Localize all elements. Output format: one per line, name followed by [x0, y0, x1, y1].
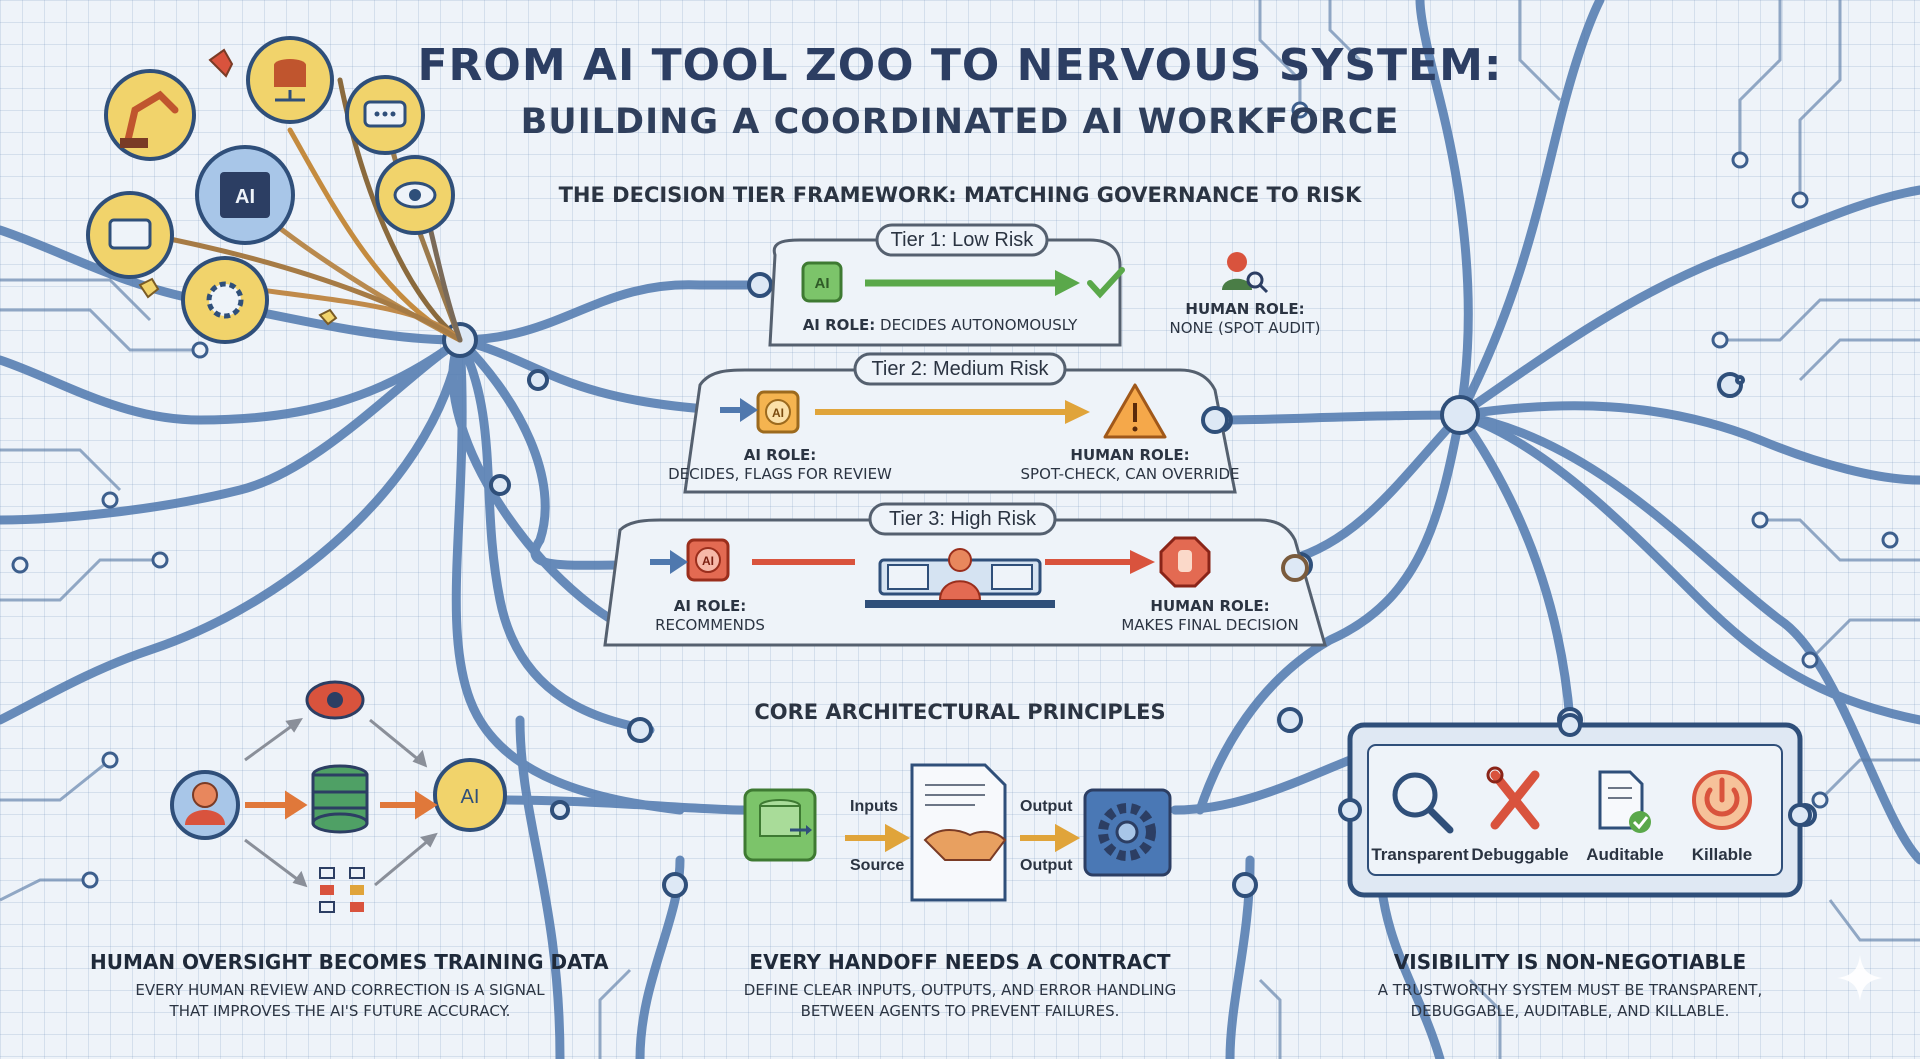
- warning-icon: [1103, 383, 1167, 439]
- magnifier-icon: [1392, 772, 1454, 834]
- ai-head-icon: AI: [433, 758, 507, 832]
- desc-line: EVERY HUMAN REVIEW AND CORRECTION IS A S…: [135, 981, 545, 999]
- human-role-heading: HUMAN ROLE:: [1070, 446, 1190, 464]
- tier-1-pill: [875, 223, 1049, 257]
- tier-1-ai-role: AI ROLE: DECIDES AUTONOMOUSLY: [790, 316, 1090, 335]
- ai-role-heading: AI ROLE:: [673, 597, 747, 615]
- handoff-output-label: Output: [1020, 857, 1073, 874]
- handoff-output-label: Output: [1020, 798, 1073, 815]
- principle-desc-oversight: EVERY HUMAN REVIEW AND CORRECTION IS A S…: [90, 980, 590, 1022]
- principles-heading: CORE ARCHITECTURAL PRINCIPLES: [754, 700, 1166, 724]
- svg-text:AI: AI: [461, 786, 480, 808]
- desc-line: DEFINE CLEAR INPUTS, OUTPUTS, AND ERROR …: [743, 981, 1177, 999]
- human-role-heading: HUMAN ROLE:: [1150, 597, 1270, 615]
- visibility-item-label: Auditable: [1586, 845, 1664, 864]
- ai-role-text: DECIDES, FLAGS FOR REVIEW: [668, 465, 892, 483]
- desc-line: BETWEEN AGENTS TO PREVENT FAILURES.: [800, 1002, 1120, 1020]
- tier-3-human-role: HUMAN ROLE: MAKES FINAL DECISION: [1100, 597, 1320, 635]
- handoff-source-label: Source: [850, 857, 905, 874]
- tier-framework-heading: THE DECISION TIER FRAMEWORK: MATCHING GO…: [558, 183, 1362, 207]
- checked-document-icon: [1598, 770, 1651, 833]
- ai-role-heading: AI ROLE:: [743, 446, 817, 464]
- principle-heading-handoff: EVERY HANDOFF NEEDS A CONTRACT: [749, 950, 1171, 974]
- tier-2-ai-role: AI ROLE: DECIDES, FLAGS FOR REVIEW: [660, 446, 900, 484]
- desc-line: A TRUSTWORTHY SYSTEM MUST BE TRANSPARENT…: [1377, 981, 1763, 999]
- source-database-icon: [743, 788, 817, 862]
- human-avatar-icon: [170, 770, 240, 840]
- desc-line: DEBUGGABLE, AUDITABLE, AND KILLABLE.: [1410, 1002, 1730, 1020]
- visibility-item-label: Killable: [1691, 845, 1753, 864]
- eye-alert-icon: [305, 680, 365, 720]
- tier-1-label: Tier 1: Low Risk: [890, 229, 1034, 251]
- tier-1-panel: [768, 238, 1122, 347]
- checkmark-icon: [1087, 267, 1125, 299]
- page-subtitle: BUILDING A COORDINATED AI WORKFORCE: [520, 102, 1400, 142]
- handoff-inputs-label: Inputs: [850, 798, 898, 815]
- tier-1-human-role: HUMAN ROLE: NONE (SPOT AUDIT): [1150, 300, 1340, 338]
- tier-2-human-role: HUMAN ROLE: SPOT-CHECK, CAN OVERRIDE: [1010, 446, 1250, 484]
- principle-heading-oversight: HUMAN OVERSIGHT BECOMES TRAINING DATA: [90, 950, 609, 974]
- human-role-text: MAKES FINAL DECISION: [1121, 616, 1299, 634]
- human-role-heading: HUMAN ROLE:: [1185, 300, 1305, 318]
- power-icon: [1692, 770, 1752, 830]
- visibility-item-label: Transparent: [1371, 845, 1469, 864]
- tier-3-ai-role: AI ROLE: RECOMMENDS: [610, 597, 810, 635]
- principle-desc-visibility: A TRUSTWORTHY SYSTEM MUST BE TRANSPARENT…: [1340, 980, 1800, 1022]
- ai-role-text: DECIDES AUTONOMOUSLY: [880, 316, 1078, 334]
- tier-2-label: Tier 2: Medium Risk: [871, 358, 1049, 380]
- svg-text:AI: AI: [702, 554, 714, 568]
- person-magnifier-icon: [1222, 252, 1269, 294]
- principle-heading-visibility: VISIBILITY IS NON-NEGOTIABLE: [1393, 950, 1747, 974]
- gear-service-icon: [1083, 788, 1172, 877]
- stop-hand-icon: [1159, 536, 1211, 588]
- human-role-text: NONE (SPOT AUDIT): [1169, 319, 1321, 337]
- svg-text:AI: AI: [772, 406, 784, 420]
- tier-2-pill: [853, 352, 1067, 386]
- ai-role-heading: AI ROLE:: [802, 316, 876, 334]
- ai-role-text: RECOMMENDS: [655, 616, 765, 634]
- handshake-icon: [923, 829, 1007, 861]
- tier-2-panel: [683, 368, 1237, 494]
- desc-line: THAT IMPROVES THE AI'S FUTURE ACCURACY.: [169, 1002, 511, 1020]
- tier-1-ai-icon: [801, 261, 843, 303]
- database-icon: [311, 764, 369, 834]
- tier-3-pill: [868, 502, 1057, 536]
- tier-3-label: Tier 3: High Risk: [888, 508, 1037, 530]
- visibility-item-label: Debuggable: [1471, 845, 1569, 864]
- tools-icon: [1486, 766, 1540, 830]
- svg-text:AI: AI: [815, 275, 830, 292]
- human-role-text: SPOT-CHECK, CAN OVERRIDE: [1020, 465, 1240, 483]
- human-operator-workstation-icon: [865, 548, 1055, 608]
- hierarchy-icon: [319, 867, 365, 913]
- principle-desc-handoff: DEFINE CLEAR INPUTS, OUTPUTS, AND ERROR …: [710, 980, 1210, 1022]
- page-title: FROM AI TOOL ZOO TO NERVOUS SYSTEM:: [417, 40, 1503, 91]
